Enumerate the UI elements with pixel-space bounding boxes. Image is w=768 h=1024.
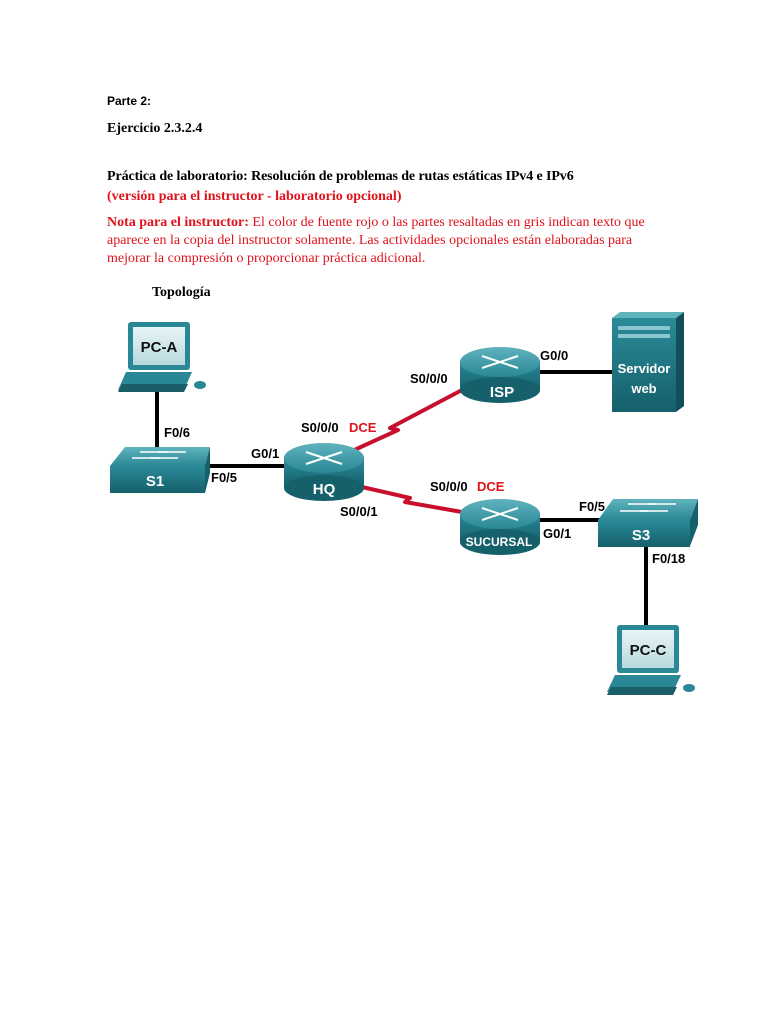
if-label-hq-sucursal: S0/0/1 [340,504,378,519]
pc-a-icon[interactable]: PC-A [118,322,206,392]
s3-label: S3 [632,527,650,544]
lab-subtitle: (versión para el instructor - laboratori… [107,189,402,204]
if-label-sucursal-hq-dce: DCE [477,479,505,494]
if-label-isp-hq: S0/0/0 [410,371,448,386]
if-label-s3-sucursal: F0/5 [579,499,605,514]
if-label-s3-pcc: F0/18 [652,551,685,566]
server-label-line1: Servidor [618,361,671,376]
isp-label: ISP [490,384,514,401]
pc-a-label: PC-A [141,339,178,356]
exercise-heading: Ejercicio 2.3.2.4 [107,121,203,136]
sucursal-router-icon[interactable]: SUCURSAL [460,499,540,555]
instructor-note-label: Nota para el instructor: [107,215,249,230]
link-hq-sucursal [361,485,463,514]
link-hq-isp [349,388,463,454]
if-label-isp-server: G0/0 [540,348,568,363]
isp-router-icon[interactable]: ISP [460,347,540,403]
topology-label: Topología [152,285,211,300]
if-label-hq-isp-dce: DCE [349,420,377,435]
instructor-note: Nota para el instructor: El color de fue… [107,214,677,268]
s1-switch-icon[interactable]: S1 [110,447,210,493]
lab-title: Práctica de laboratorio: Resolución de p… [107,169,574,184]
hq-label: HQ [313,481,336,498]
web-server-icon[interactable]: Servidor web [612,312,684,412]
server-label-line2: web [630,381,656,396]
pc-c-label: PC-C [630,642,667,659]
if-label-sucursal-s3: G0/1 [543,526,571,541]
if-label-s1-hq: F0/5 [211,470,237,485]
if-label-hq-isp: S0/0/0 [301,420,339,435]
if-label-sucursal-hq: S0/0/0 [430,479,468,494]
s1-label: S1 [146,473,164,490]
sucursal-label: SUCURSAL [466,535,533,549]
s3-switch-icon[interactable]: S3 [598,499,698,547]
hq-router-icon[interactable]: HQ [284,443,364,501]
if-label-pca-s1: F0/6 [164,425,190,440]
pc-c-icon[interactable]: PC-C [607,625,695,695]
if-label-hq-s1: G0/1 [251,446,279,461]
part-heading: Parte 2: [107,94,152,108]
instructor-note-text: El color de fuente rojo o las partes res… [107,215,645,266]
